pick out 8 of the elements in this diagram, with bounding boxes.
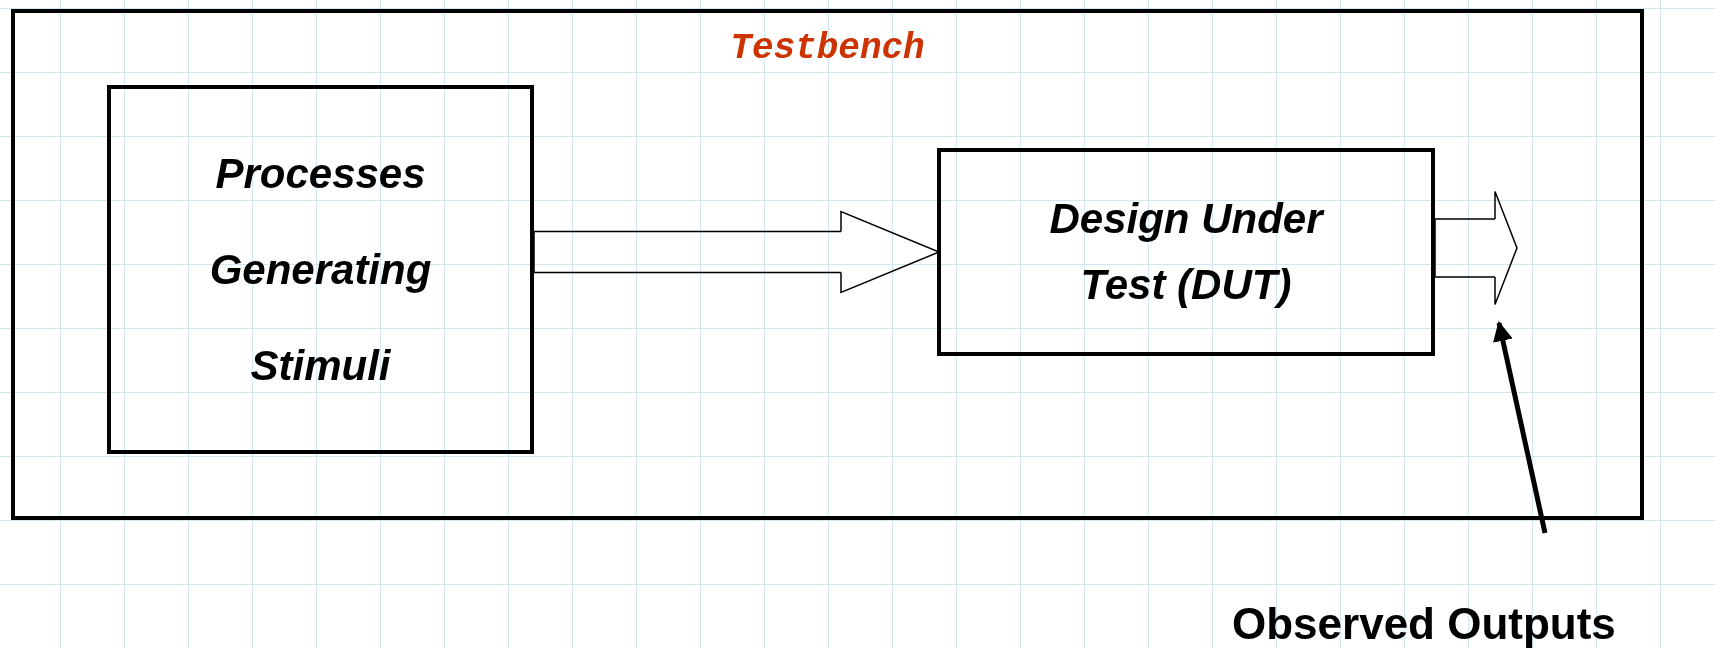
process-box: [107, 85, 534, 454]
leader-arrow: [1493, 321, 1548, 534]
box-label: Processes Generating Stimuli: [208, 148, 433, 391]
testbench-title: Testbench: [730, 31, 925, 67]
output-label: Observed Outputs: [1232, 602, 1616, 646]
process-box: [937, 148, 1435, 356]
box-label: Design Under Test (DUT): [1048, 194, 1326, 310]
testbench-frame: [11, 9, 1644, 520]
